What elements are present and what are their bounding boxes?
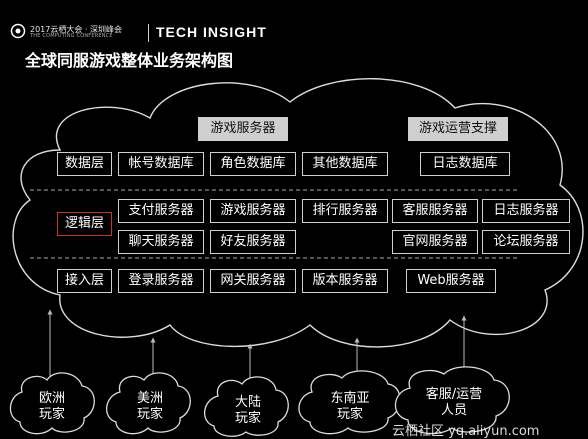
cluster-game-servers: 游戏服务器 xyxy=(198,117,288,141)
node-website-server: 官网服务器 xyxy=(392,230,478,254)
player-group-mainland: 大陆玩家 xyxy=(234,395,261,426)
player-group-americas: 美洲玩家 xyxy=(136,391,163,422)
cloud-sea xyxy=(298,370,401,435)
player-group-southeast-asia: 东南亚玩家 xyxy=(330,391,370,422)
cloud-support xyxy=(394,366,510,435)
watermark: 云栖社区 yq.aliyun.com xyxy=(392,424,540,439)
node-friends-server: 好友服务器 xyxy=(210,230,296,254)
brand-name: TECH INSIGHT xyxy=(156,24,267,40)
node-payment-server: 支付服务器 xyxy=(118,199,204,223)
node-account-db: 帐号数据库 xyxy=(118,152,204,176)
node-login-server: 登录服务器 xyxy=(118,269,204,293)
conference-logo-icon xyxy=(10,23,26,39)
layer-label-access: 接入层 xyxy=(57,269,112,293)
node-chat-server: 聊天服务器 xyxy=(118,230,204,254)
page-title: 全球同服游戏整体业务架构图 xyxy=(25,51,234,70)
node-forum-server: 论坛服务器 xyxy=(482,230,570,254)
node-character-db: 角色数据库 xyxy=(210,152,296,176)
event-subtitle: THE COMPUTING CONFERENCE xyxy=(30,33,113,39)
node-web-server: Web服务器 xyxy=(406,269,496,293)
layer-label-logic: 逻辑层 xyxy=(57,212,112,236)
player-group-europe: 欧洲玩家 xyxy=(38,391,65,422)
cluster-operations-support: 游戏运营支撑 xyxy=(408,117,508,141)
layer-dividers xyxy=(30,189,518,259)
node-log-server: 日志服务器 xyxy=(482,199,570,223)
node-gateway-server: 网关服务器 xyxy=(210,269,296,293)
node-version-server: 版本服务器 xyxy=(302,269,388,293)
event-name: 2017云栖大会 · 深圳峰会 xyxy=(30,25,122,34)
cloud-europe xyxy=(9,372,95,435)
node-log-db: 日志数据库 xyxy=(420,152,510,176)
cloud-mainland xyxy=(204,376,289,437)
node-game-server: 游戏服务器 xyxy=(210,199,296,223)
node-service-server: 客服服务器 xyxy=(392,199,478,223)
node-ranking-server: 排行服务器 xyxy=(302,199,388,223)
player-clouds xyxy=(9,366,510,437)
layer-label-data: 数据层 xyxy=(57,152,112,176)
player-group-support-ops: 客服/运营人员 xyxy=(425,387,483,418)
cloud-americas xyxy=(106,372,191,435)
header-divider xyxy=(148,24,149,42)
node-other-db: 其他数据库 xyxy=(302,152,388,176)
